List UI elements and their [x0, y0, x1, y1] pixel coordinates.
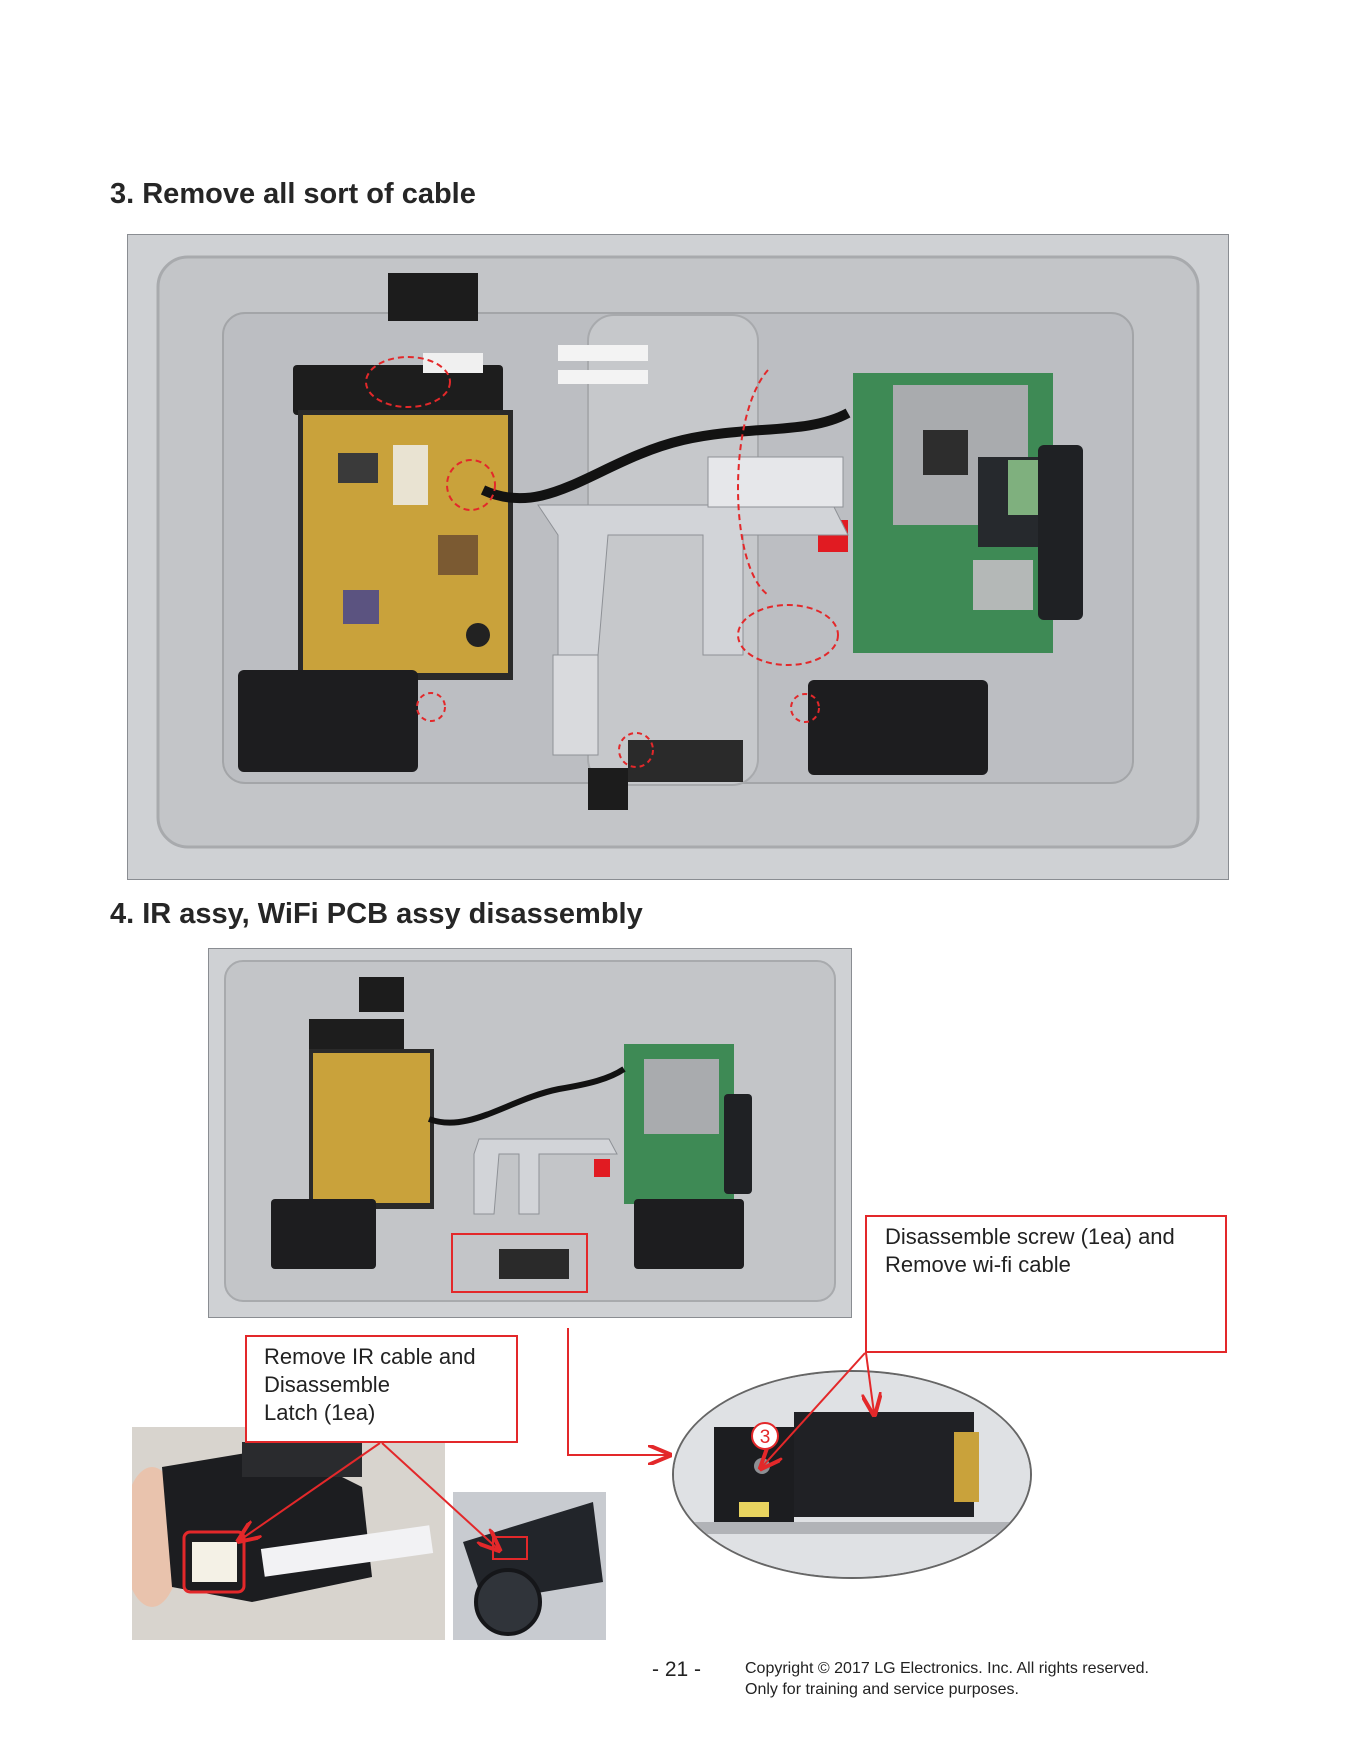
section-4-title: 4. IR assy, WiFi PCB assy disassembly	[110, 898, 643, 930]
callout-remove-ir-cable: Remove IR cable and Disassemble Latch (1…	[245, 1335, 518, 1443]
wifi-pcb-closeup-photo	[672, 1370, 1032, 1579]
arrow-to-wifi-closeup	[567, 1328, 668, 1455]
callout-ir-line-3: Latch (1ea)	[264, 1400, 376, 1425]
callout-ir-line-2: Disassemble	[264, 1372, 390, 1397]
wifi-pcb-closeup-illustration	[674, 1372, 1030, 1577]
latch-detail-illustration	[453, 1492, 606, 1640]
callout-screw-line-2: Remove wi-fi cable	[885, 1252, 1071, 1277]
copyright-line-2: Only for training and service purposes.	[745, 1681, 1019, 1698]
copyright-notice: Copyright © 2017 LG Electronics. Inc. Al…	[745, 1658, 1149, 1700]
callout-disassemble-screw: Disassemble screw (1ea) and Remove wi-fi…	[865, 1215, 1227, 1353]
latch-detail-photo	[453, 1492, 606, 1640]
section-3-title: 3. Remove all sort of cable	[110, 178, 476, 210]
tv-back-panel-photo	[127, 234, 1229, 880]
tv-back-panel-illustration	[128, 235, 1228, 879]
ir-latch-illustration	[132, 1427, 445, 1640]
ir-latch-photo	[132, 1427, 445, 1640]
page-number: - 21 -	[652, 1658, 702, 1681]
tv-back-panel-small-illustration	[209, 949, 851, 1317]
tv-back-panel-small-photo	[208, 948, 852, 1318]
copyright-line-1: Copyright © 2017 LG Electronics. Inc. Al…	[745, 1660, 1149, 1677]
callout-screw-line-1: Disassemble screw (1ea) and	[885, 1224, 1175, 1249]
callout-ir-line-1: Remove IR cable and	[264, 1344, 476, 1369]
